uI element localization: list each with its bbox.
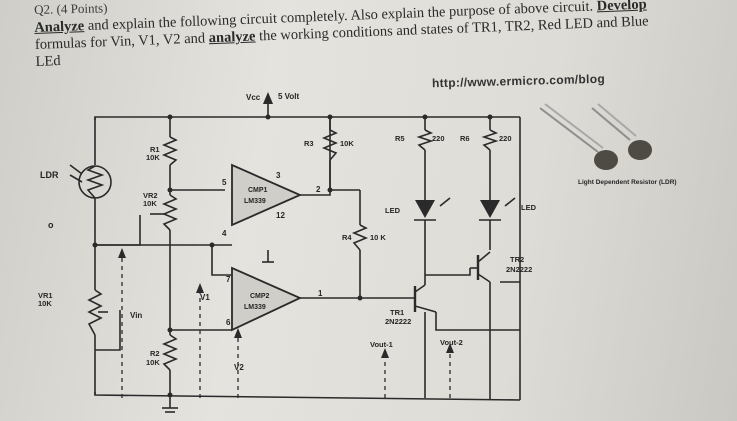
node-o-label: o [48,220,54,230]
resistor-r5 [416,129,434,151]
comparator-cmp1 [231,163,303,227]
r4-label: R4 [342,233,352,242]
pin1-label: 1 [318,289,323,298]
vcc-label: Vcc [246,93,261,102]
ldr-photo [539,103,652,170]
v2-label: V2 [234,363,244,372]
cmp2-label: CMP2 [250,293,270,300]
tr2-part: 2N2222 [506,265,532,274]
supply-label: 5 Volt [278,92,300,101]
led-blue-icon [479,197,516,221]
vout1-label: Vout-1 [370,340,393,349]
pin6-label: 6 [226,318,231,327]
vr1-value: 10K [38,299,52,308]
tr1-label: TR1 [390,308,404,317]
r1-label: R1 [150,145,160,154]
voltage-indicators [118,248,454,398]
vr2-value: 10K [143,199,157,208]
cmp1-chip: LM339 [244,198,266,205]
resistor-r2 [161,334,179,371]
r6-label: R6 [460,134,470,143]
vr2-label: VR2 [143,191,158,200]
led-red-icon [414,197,451,221]
ground-icon [162,250,274,413]
ldr-symbol [69,164,112,199]
transistor-tr1 [413,284,437,313]
pin5-label: 5 [222,178,227,187]
vr1-label: VR1 [38,291,53,300]
r3-value: 10K [340,139,354,148]
cmp2-chip: LM339 [244,304,266,311]
pin3-label: 3 [276,171,281,180]
r1-value: 10K [146,153,160,162]
resistor-vr2 [161,194,179,231]
resistor-vr1 [87,289,103,336]
transistor-tr2 [470,251,491,283]
vcc-arrow-icon [263,92,273,104]
comparator-cmp2 [231,266,303,332]
pin2-label: 2 [316,185,321,194]
resistor-r1 [161,136,179,166]
vout2-label: Vout-2 [440,338,463,347]
led-blue-label: LED [521,203,537,212]
tr2-label: TR2 [510,255,524,264]
ldr-photo-caption: Light Dependent Resistor (LDR) [578,179,677,186]
pin12-label: 12 [276,211,285,220]
pin4-label: 4 [222,229,227,238]
v1-label: V1 [200,293,210,302]
cmp1-label: CMP1 [248,187,268,194]
tr1-part: 2N2222 [385,317,411,326]
resistor-r4 [351,224,369,251]
resistor-r3 [321,129,339,161]
r4-value: 10 K [370,233,386,242]
vin-label: Vin [130,311,142,320]
junction-dots [92,114,493,398]
led-red-label: LED [385,206,401,215]
r2-value: 10K [146,358,160,367]
r2-label: R2 [150,349,160,358]
r6-value: 220 [499,134,512,143]
r5-value: 220 [432,134,445,143]
pin7-label: 7 [226,275,231,284]
r5-label: R5 [395,134,405,143]
resistor-r6 [481,129,499,151]
r3-label: R3 [304,139,314,148]
ldr-label: LDR [40,170,59,180]
